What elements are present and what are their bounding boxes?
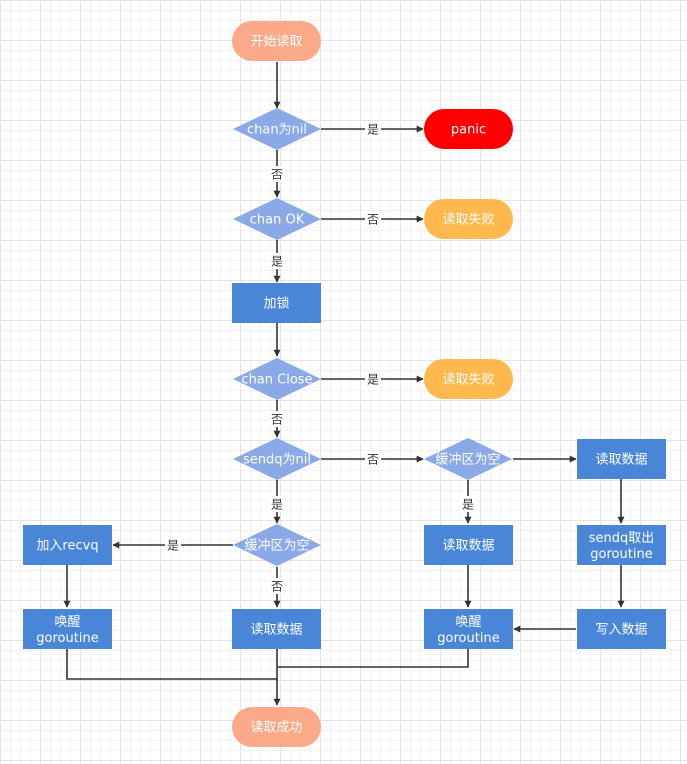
edge-label: 是 — [167, 539, 179, 553]
node-label: 缓冲区为空 — [435, 453, 500, 468]
start-node[interactable]: 开始读取 — [232, 21, 321, 61]
edges — [63, 62, 625, 706]
node-label: chan OK — [250, 213, 305, 228]
node-label: chan为nil — [247, 123, 307, 138]
edge-label: 否 — [271, 580, 283, 594]
edge-label: 是 — [367, 123, 379, 137]
node-label: panic — [451, 123, 486, 138]
write-data-process[interactable]: 写入数据 — [577, 609, 666, 649]
wake-goroutine-process-mid[interactable]: 唤醒 goroutine — [424, 609, 513, 649]
read-data-process-mid[interactable]: 读取数据 — [424, 525, 513, 565]
node-label-line-2: goroutine — [36, 631, 98, 646]
edge-label: 是 — [271, 255, 283, 269]
node-label: sendq为nil — [243, 453, 311, 468]
node-label-line-1: 唤醒 — [455, 615, 481, 630]
read-data-process-center[interactable]: 读取数据 — [232, 609, 321, 649]
buffer-empty-decision-mid[interactable]: 缓冲区为空 — [424, 438, 512, 480]
add-recvq-process[interactable]: 加入recvq — [23, 525, 112, 565]
read-fail-node-2[interactable]: 读取失败 — [424, 359, 513, 399]
node-label: 加锁 — [263, 296, 289, 312]
read-success-node[interactable]: 读取成功 — [232, 707, 321, 747]
node-label: 读取失败 — [442, 213, 494, 228]
sendq-pop-process[interactable]: sendq取出 goroutine — [577, 525, 666, 565]
node-label-line-1: sendq取出 — [589, 531, 655, 546]
node-label: 写入数据 — [595, 623, 647, 638]
nodes: 开始读取 chan为nil panic chan OK 读取失败 加锁 — [23, 21, 666, 747]
node-label: 开始读取 — [250, 35, 302, 50]
node-label-line-1: 唤醒 — [54, 615, 80, 630]
chan-close-decision[interactable]: chan Close — [233, 358, 321, 400]
wake-goroutine-process-left[interactable]: 唤醒 goroutine — [23, 609, 112, 649]
buffer-empty-decision-left[interactable]: 缓冲区为空 — [233, 524, 321, 566]
read-data-process-right[interactable]: 读取数据 — [577, 439, 666, 479]
edge-wake-mid-to-success — [277, 649, 469, 668]
panic-node[interactable]: panic — [424, 109, 513, 149]
edge-label: 是 — [367, 373, 379, 387]
node-label: 读取数据 — [442, 539, 494, 554]
node-label: 读取数据 — [250, 623, 302, 638]
node-label: 加入recvq — [36, 539, 98, 554]
node-label: chan Close — [241, 373, 312, 388]
chan-nil-decision[interactable]: chan为nil — [233, 108, 321, 150]
node-label-line-2: goroutine — [590, 547, 652, 562]
node-label: 读取成功 — [250, 721, 302, 736]
edge-label: 否 — [367, 213, 379, 227]
node-label: 读取数据 — [595, 453, 647, 468]
edge-label: 否 — [367, 453, 379, 467]
edge-label: 否 — [271, 413, 283, 427]
node-label: 缓冲区为空 — [244, 539, 309, 554]
edge-labels: 是 否 否 是 是 否 否 是 是 否 是 — [165, 121, 476, 594]
edge-label: 是 — [271, 498, 283, 512]
read-fail-node-1[interactable]: 读取失败 — [424, 199, 513, 239]
node-label: 读取失败 — [442, 373, 494, 388]
lock-process[interactable]: 加锁 — [232, 283, 321, 323]
chan-ok-decision[interactable]: chan OK — [233, 198, 321, 240]
edge-label: 否 — [271, 168, 283, 182]
sendq-nil-decision[interactable]: sendq为nil — [233, 438, 321, 480]
node-label-line-2: goroutine — [437, 631, 499, 646]
edge-wake-left-to-success — [66, 649, 277, 680]
edge-label: 是 — [462, 498, 474, 512]
